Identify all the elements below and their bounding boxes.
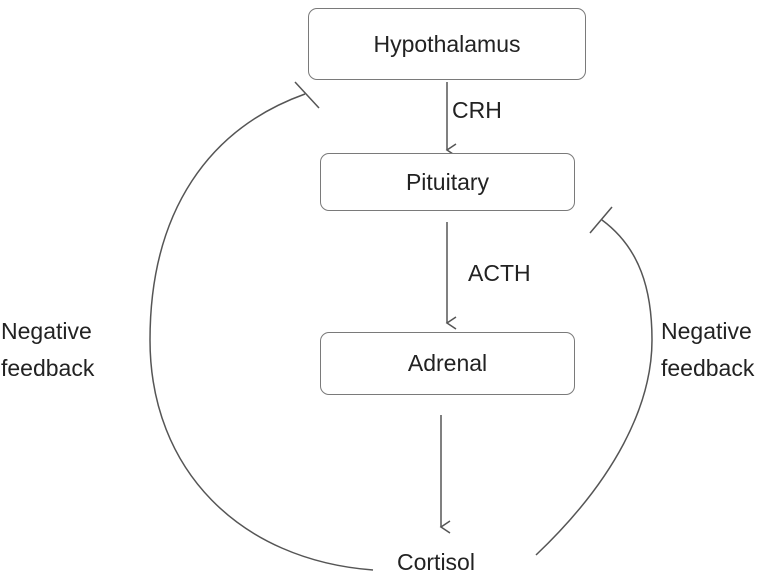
hypothalamus-node: Hypothalamus — [308, 8, 586, 80]
right-feedback-label: Negative feedback — [661, 313, 754, 387]
adrenal-node: Adrenal — [320, 332, 575, 395]
left-inhibition-bar — [294, 81, 320, 109]
pituitary-label: Pituitary — [405, 168, 490, 195]
right-feedback-line1: Negative — [661, 318, 752, 344]
left-feedback-arc — [149, 93, 374, 571]
hypothalamus-label: Hypothalamus — [373, 30, 521, 57]
right-feedback-line2: feedback — [661, 355, 755, 381]
cortisol-label: Cortisol — [397, 549, 475, 575]
right-inhibition-bar — [589, 206, 613, 234]
adrenal-label: Adrenal — [407, 350, 488, 376]
left-feedback-label: Negative feedback — [1, 313, 94, 387]
crh-label: CRH — [452, 97, 502, 123]
acth-label: ACTH — [468, 260, 531, 286]
pituitary-node: Pituitary — [320, 153, 575, 211]
left-feedback-line1: Negative — [1, 318, 92, 344]
left-feedback-line2: feedback — [1, 355, 95, 381]
right-feedback-arc — [535, 219, 653, 556]
